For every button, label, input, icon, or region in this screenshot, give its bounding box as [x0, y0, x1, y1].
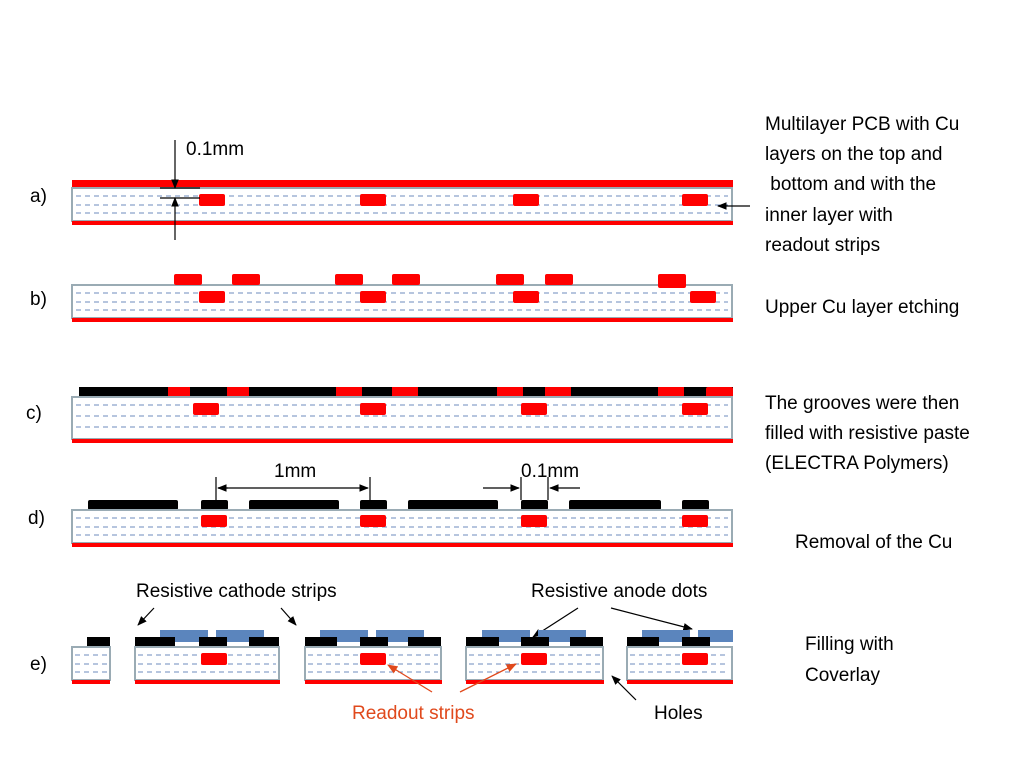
- step-c-description: The grooves were then filled with resist…: [765, 393, 970, 474]
- step-a-line-2: layers on the top and: [765, 144, 942, 165]
- step-c-line-2: filled with resistive paste: [765, 423, 970, 444]
- readout-strips: [199, 194, 708, 206]
- cathode-pointer-right: [280, 607, 297, 626]
- board-segment-5: [626, 630, 733, 684]
- readout-strips: [201, 515, 708, 527]
- pitch-label: 1mm: [274, 461, 316, 482]
- step-a-line-1: Multilayer PCB with Cu: [765, 114, 959, 135]
- panel-b: [71, 274, 733, 322]
- holes-pointer: [611, 675, 637, 701]
- panel-e: Resistive cathode strips Resistive anode…: [71, 581, 733, 724]
- bottom-copper-layer: [72, 543, 733, 547]
- step-b-description: Upper Cu layer etching: [765, 297, 959, 318]
- dielectric-lines: [76, 292, 728, 311]
- readout-strips: [193, 403, 708, 415]
- step-d-description: Removal of the Cu: [795, 532, 952, 553]
- dielectric-lines: [76, 404, 728, 428]
- step-marker-a: a): [30, 186, 47, 207]
- step-e-description: Filling with Coverlay: [805, 634, 894, 686]
- readout-strips: [199, 291, 716, 303]
- bottom-copper-layer: [72, 221, 733, 225]
- top-copper-layer: [72, 180, 733, 188]
- board-segment-2: [134, 630, 280, 684]
- panel-c: [71, 387, 733, 443]
- step-a-line-4: inner layer with: [765, 205, 893, 226]
- cathode-pointer-left: [137, 607, 155, 626]
- board-segment-4: [465, 630, 604, 684]
- substrate: [71, 396, 733, 440]
- board-segment-3: [304, 630, 442, 684]
- panel-a: 0.1mm: [71, 139, 750, 240]
- dielectric-lines: [76, 517, 728, 536]
- thickness-label: 0.1mm: [186, 139, 244, 160]
- dielectric-lines: [76, 195, 728, 214]
- readout-pointer-right: [459, 663, 517, 693]
- step-marker-d: d): [28, 508, 45, 529]
- step-marker-e: e): [30, 654, 47, 675]
- step-a-line-3: bottom and with the: [765, 174, 936, 195]
- copper-in-grooves: [168, 387, 733, 401]
- anode-callout: Resistive anode dots: [531, 581, 707, 602]
- step-c-line-3: (ELECTRA Polymers): [765, 453, 949, 474]
- step-a-line-5: readout strips: [765, 235, 880, 256]
- step-marker-b: b): [30, 289, 47, 310]
- pitch-dimension: [215, 477, 371, 500]
- step-a-description: Multilayer PCB with Cu layers on the top…: [765, 114, 959, 256]
- step-e-line-2: Coverlay: [805, 665, 880, 686]
- anode-pointer-right: [610, 607, 693, 631]
- panel-d: 1mm 0.1mm: [71, 461, 733, 547]
- gap-dimension: [483, 477, 580, 500]
- readout-callout: Readout strips: [352, 703, 475, 724]
- thickness-dimension: [160, 140, 200, 240]
- resistive-strips: [88, 500, 709, 510]
- board-segment-1: [71, 637, 111, 684]
- gap-label: 0.1mm: [521, 461, 579, 482]
- cathode-callout: Resistive cathode strips: [136, 581, 337, 602]
- step-c-line-1: The grooves were then: [765, 393, 959, 414]
- bottom-copper-layer: [72, 439, 733, 443]
- readout-pointer-left: [387, 664, 433, 693]
- step-marker-c: c): [26, 403, 42, 424]
- step-e-line-1: Filling with: [805, 634, 894, 655]
- bottom-copper-layer: [72, 318, 733, 322]
- holes-callout: Holes: [654, 703, 703, 724]
- etched-copper-pads: [174, 274, 686, 288]
